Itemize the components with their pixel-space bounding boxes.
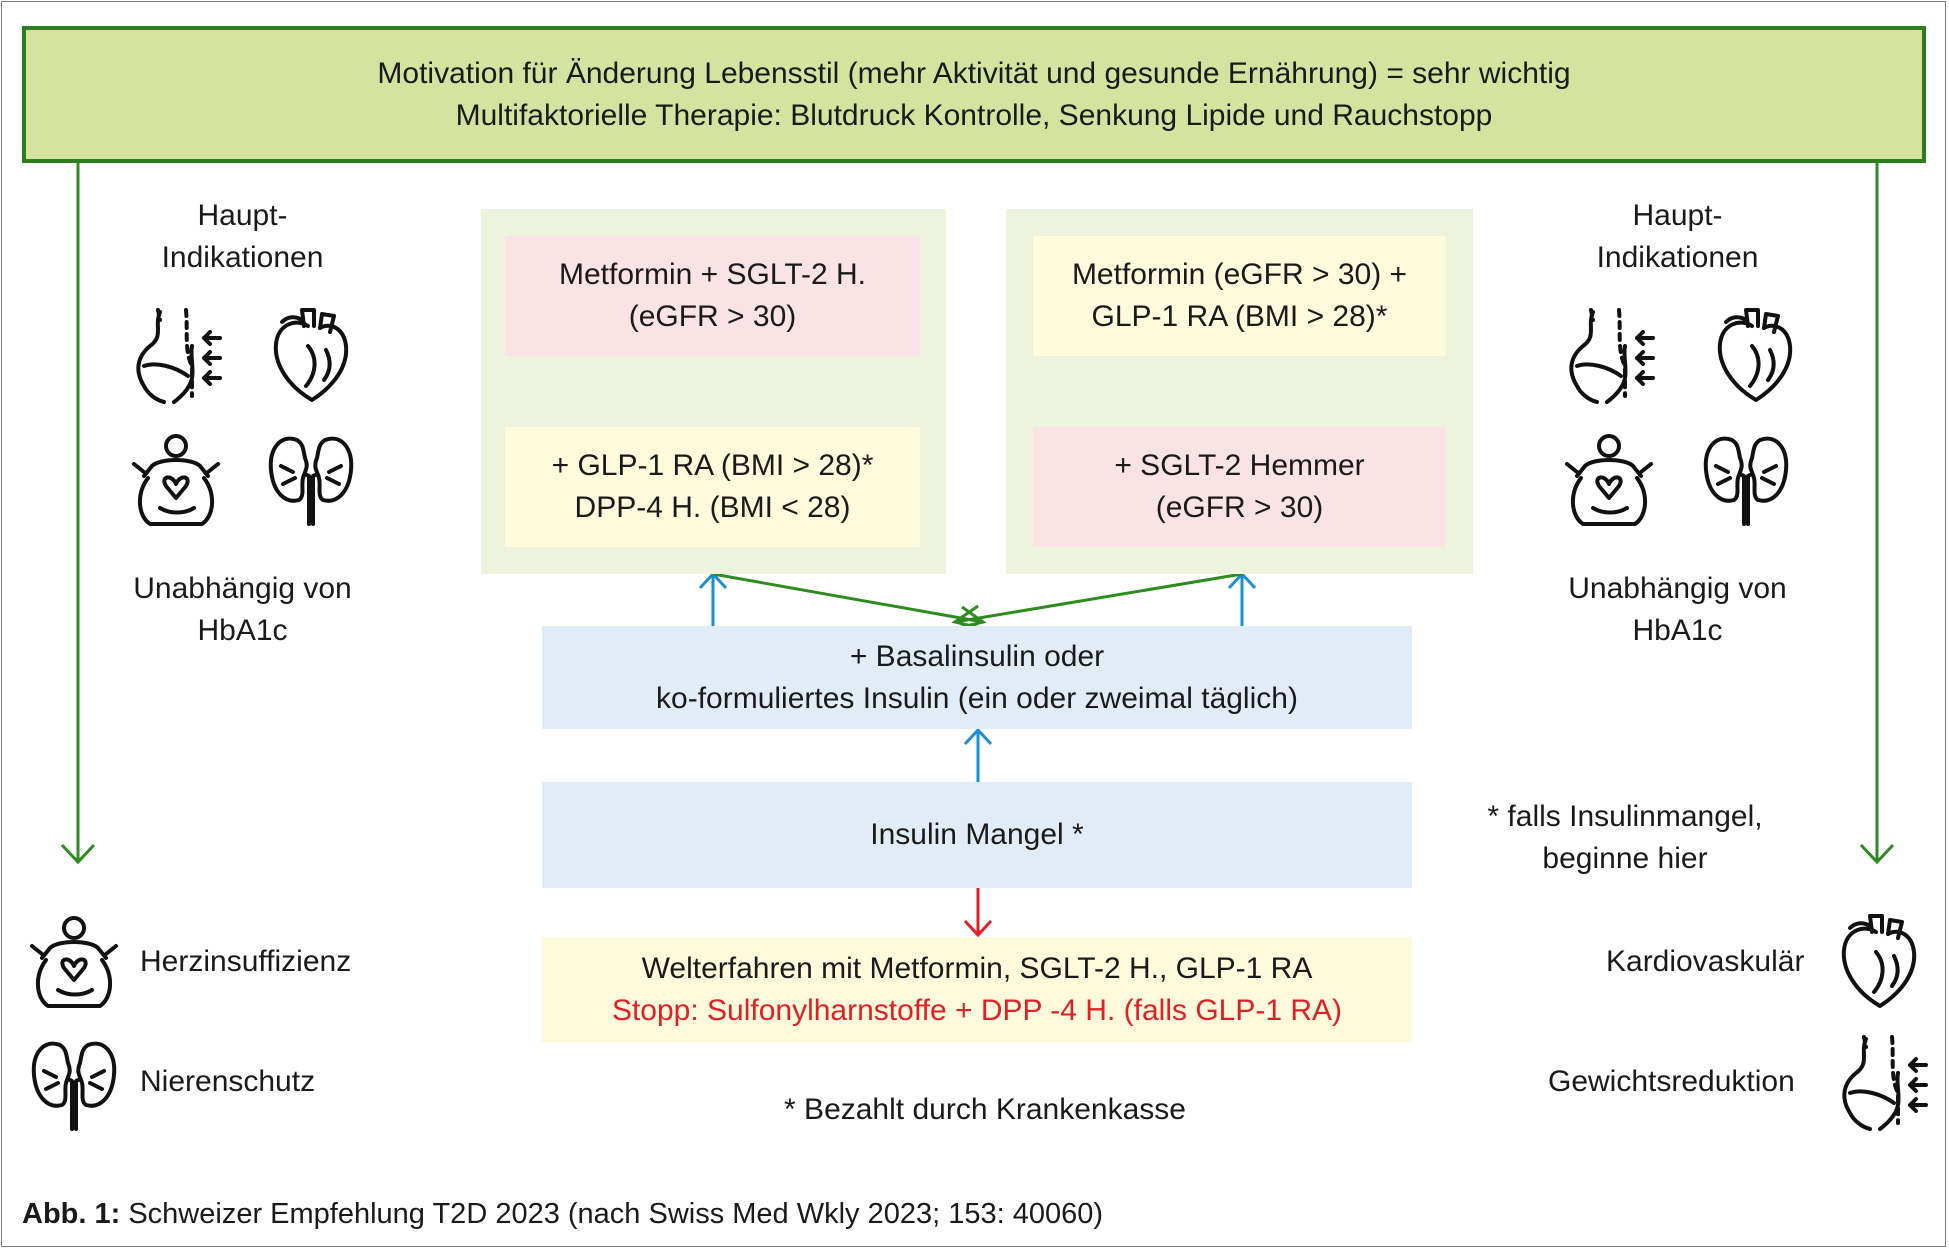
left-title-line-1: Haupt- bbox=[197, 199, 288, 232]
right-title-line-1: Haupt- bbox=[1632, 199, 1723, 232]
right-title: Haupt- Indikationen bbox=[1545, 195, 1810, 279]
caption-text: Schweizer Empfehlung T2D 2023 (nach Swis… bbox=[120, 1198, 1104, 1230]
right-hba1c-note: Unabhängig von HbA1c bbox=[1545, 568, 1810, 652]
insulin-deficiency-label: Insulin Mangel * bbox=[870, 818, 1084, 851]
footnote-line-2: beginne hier bbox=[1542, 842, 1708, 875]
left-hba1c-note: Unabhängig von HbA1c bbox=[110, 568, 375, 652]
heart-icon bbox=[1836, 912, 1922, 1012]
glp1-dpp4-line-1: + GLP-1 RA (BMI > 28)* bbox=[551, 449, 874, 482]
right-note-line-2: HbA1c bbox=[1632, 614, 1723, 647]
glp1-dpp4-line-2: DPP-4 H. (BMI < 28) bbox=[574, 491, 851, 524]
sglt2-hemmer-box: + SGLT-2 Hemmer (eGFR > 30) bbox=[1033, 427, 1446, 547]
weight-loss-icon bbox=[1836, 1033, 1928, 1133]
metformin-sglt2-box: Metformin + SGLT-2 H. (eGFR > 30) bbox=[505, 236, 920, 356]
metformin-glp1-box: Metformin (eGFR > 30) + GLP-1 RA (BMI > … bbox=[1033, 236, 1446, 356]
basal-insulin-box: + Basalinsulin oder ko-formuliertes Insu… bbox=[542, 626, 1412, 729]
kidney-protection-label: Nierenschutz bbox=[140, 1065, 316, 1098]
cardiovascular-label: Kardiovaskulär bbox=[1606, 945, 1805, 978]
cross-line-left bbox=[712, 572, 984, 624]
weight-loss-icon bbox=[1563, 306, 1655, 406]
glp1-dpp4-box: + GLP-1 RA (BMI > 28)* DPP-4 H. (BMI < 2… bbox=[505, 427, 920, 547]
continue-therapy-line-1: Welterfahren mit Metformin, SGLT-2 H., G… bbox=[641, 951, 1313, 985]
caption-label: Abb. 1: bbox=[22, 1198, 121, 1230]
heart-failure-icon bbox=[28, 912, 120, 1012]
kidney-icon bbox=[265, 430, 357, 526]
sglt2-hemmer-line-2: (eGFR > 30) bbox=[1155, 491, 1324, 524]
metformin-sglt2-line-1: Metformin + SGLT-2 H. bbox=[558, 258, 867, 291]
weight-loss-icon bbox=[130, 306, 222, 406]
cross-line-right bbox=[954, 572, 1243, 624]
mangel-to-basal-arrow bbox=[963, 727, 993, 782]
basal-to-right-arrow bbox=[1227, 571, 1257, 630]
left-side-arrowhead bbox=[60, 843, 96, 865]
header-line-1: Motivation für Änderung Lebensstil (mehr… bbox=[377, 56, 1571, 90]
continue-therapy-box: Welterfahren mit Metformin, SGLT-2 H., G… bbox=[542, 937, 1412, 1042]
metformin-glp1-line-2: GLP-1 RA (BMI > 28)* bbox=[1091, 300, 1388, 333]
lifestyle-header-box: Motivation für Änderung Lebensstil (mehr… bbox=[22, 26, 1926, 163]
heart-icon bbox=[268, 306, 354, 406]
sglt2-hemmer-line-1: + SGLT-2 Hemmer bbox=[1114, 449, 1365, 482]
paid-by-insurance-note: * Bezahlt durch Krankenkasse bbox=[784, 1093, 1186, 1126]
heart-failure-label: Herzinsuffizienz bbox=[140, 945, 352, 978]
right-note-line-1: Unabhängig von bbox=[1568, 572, 1787, 605]
kidney-icon bbox=[1700, 430, 1792, 526]
basal-insulin-line-2: ko-formuliertes Insulin (ein oder zweima… bbox=[656, 681, 1298, 715]
header-line-2: Multifaktorielle Therapie: Blutdruck Kon… bbox=[455, 98, 1493, 132]
figure-caption: Abb. 1: Schweizer Empfehlung T2D 2023 (n… bbox=[22, 1193, 1103, 1235]
kidney-icon bbox=[28, 1035, 120, 1131]
heart-icon bbox=[1712, 306, 1798, 406]
metformin-glp1-line-1: Metformin (eGFR > 30) + bbox=[1071, 258, 1408, 291]
weight-reduction-label: Gewichtsreduktion bbox=[1548, 1065, 1795, 1098]
stop-therapy-line: Stopp: Sulfonylharnstoffe + DPP -4 H. (f… bbox=[611, 993, 1343, 1027]
basal-to-left-arrow bbox=[698, 571, 728, 628]
heart-failure-icon bbox=[130, 430, 222, 530]
metformin-sglt2-line-2: (eGFR > 30) bbox=[628, 300, 797, 333]
heart-failure-icon bbox=[1563, 430, 1655, 530]
left-title: Haupt- Indikationen bbox=[110, 195, 375, 279]
left-note-line-2: HbA1c bbox=[197, 614, 288, 647]
footnote-line-1: * falls Insulinmangel, bbox=[1487, 800, 1763, 833]
right-title-line-2: Indikationen bbox=[1596, 241, 1759, 274]
left-note-line-1: Unabhängig von bbox=[133, 572, 352, 605]
insulin-deficiency-box: Insulin Mangel * bbox=[542, 782, 1412, 888]
basal-insulin-line-1: + Basalinsulin oder bbox=[849, 639, 1105, 673]
insulin-deficiency-footnote: * falls Insulinmangel, beginne hier bbox=[1455, 796, 1795, 880]
left-title-line-2: Indikationen bbox=[161, 241, 324, 274]
right-side-arrowhead bbox=[1859, 843, 1895, 865]
mangel-to-continue-arrow bbox=[963, 888, 993, 938]
